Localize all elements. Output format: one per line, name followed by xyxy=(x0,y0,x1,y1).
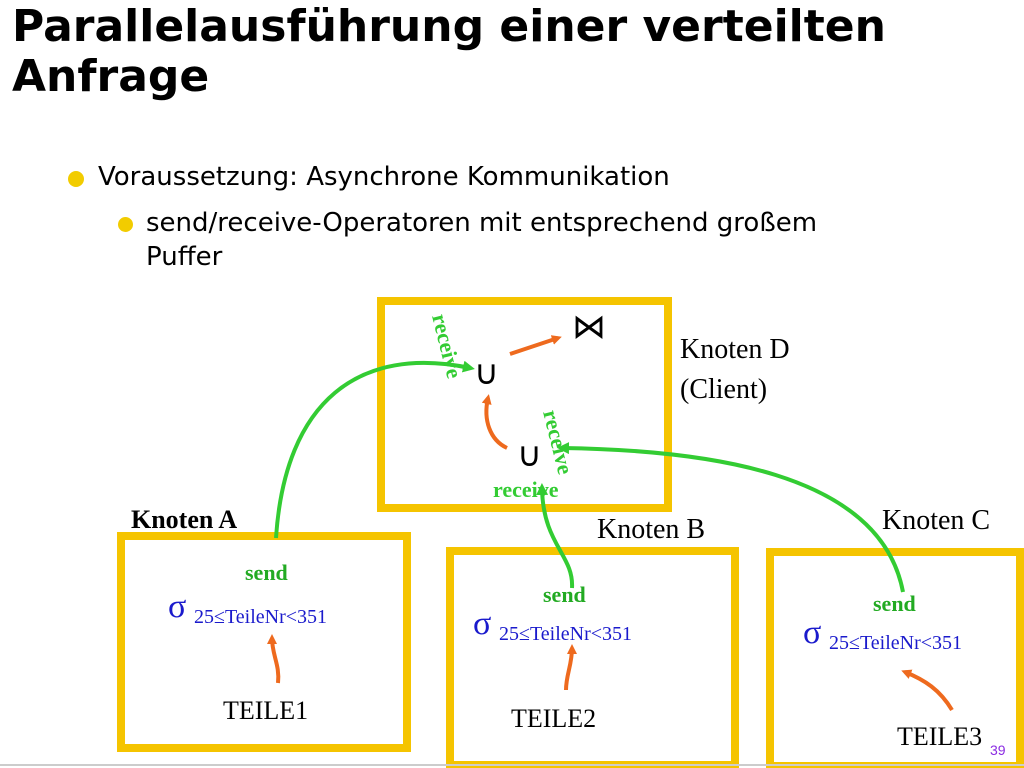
node-a-box xyxy=(117,532,411,752)
page-number: 39 xyxy=(990,742,1006,758)
join-symbol: ⋈ xyxy=(572,309,606,346)
selection-predicate-b: 25≤TeileNr<351 xyxy=(499,623,632,645)
relation-teile1: TEILE1 xyxy=(223,696,308,725)
sigma-symbol-a: σ xyxy=(168,588,186,625)
teile3-to-selection-arrow xyxy=(901,669,954,712)
node-c-label: Knoten C xyxy=(882,505,990,536)
bullet-level-1-text: Voraussetzung: Asynchrone Kommunikation xyxy=(98,162,670,192)
send-label-a: send xyxy=(245,560,288,585)
node-b-label: Knoten B xyxy=(597,514,705,545)
union-to-output-arrow xyxy=(509,335,562,356)
bullet-dot-icon xyxy=(68,171,84,187)
bullet-level-2-text: send/receive-Operatoren mit entsprechend… xyxy=(146,206,946,274)
send-c-to-d-edge xyxy=(557,442,905,593)
slide-title: Parallelausführung einer verteilten Anfr… xyxy=(12,2,1012,102)
send-b-to-d-edge xyxy=(536,483,575,589)
node-a-label: Knoten A xyxy=(131,505,237,534)
node-d-sublabel: (Client) xyxy=(680,374,767,405)
union-operator-1: ∪ xyxy=(474,355,499,392)
relation-teile2: TEILE2 xyxy=(511,704,596,733)
send-label-c: send xyxy=(873,591,916,616)
send-a-to-d-edge xyxy=(274,360,475,539)
receive-label-left: receive xyxy=(427,311,467,381)
footer-divider xyxy=(0,764,1024,766)
teile2-to-selection-arrow xyxy=(564,644,577,691)
sigma-symbol-c: σ xyxy=(803,614,821,651)
receive-label-bottom: receive xyxy=(493,477,559,502)
bullet-dot-icon xyxy=(118,217,133,232)
teile1-to-selection-arrow xyxy=(267,634,281,684)
union-operator-2: ∪ xyxy=(517,437,542,474)
selection-predicate-a: 25≤TeileNr<351 xyxy=(194,606,327,628)
slide-title-line-1: Parallelausführung einer verteilten xyxy=(12,1,886,52)
selection-predicate-c: 25≤TeileNr<351 xyxy=(829,632,962,654)
union-to-union-arrow xyxy=(481,394,508,450)
slide-title-line-2: Anfrage xyxy=(12,51,210,102)
send-label-b: send xyxy=(543,582,586,607)
bullet-level-2-line-2: Puffer xyxy=(146,242,223,272)
sigma-symbol-b: σ xyxy=(473,605,491,642)
node-c-box xyxy=(766,548,1024,768)
bullet-level-2-line-1: send/receive-Operatoren mit entsprechend… xyxy=(146,208,818,238)
relation-teile3: TEILE3 xyxy=(897,722,982,751)
node-d-box xyxy=(377,297,672,512)
receive-label-right: receive xyxy=(538,407,578,477)
node-d-label: Knoten D xyxy=(680,334,790,365)
